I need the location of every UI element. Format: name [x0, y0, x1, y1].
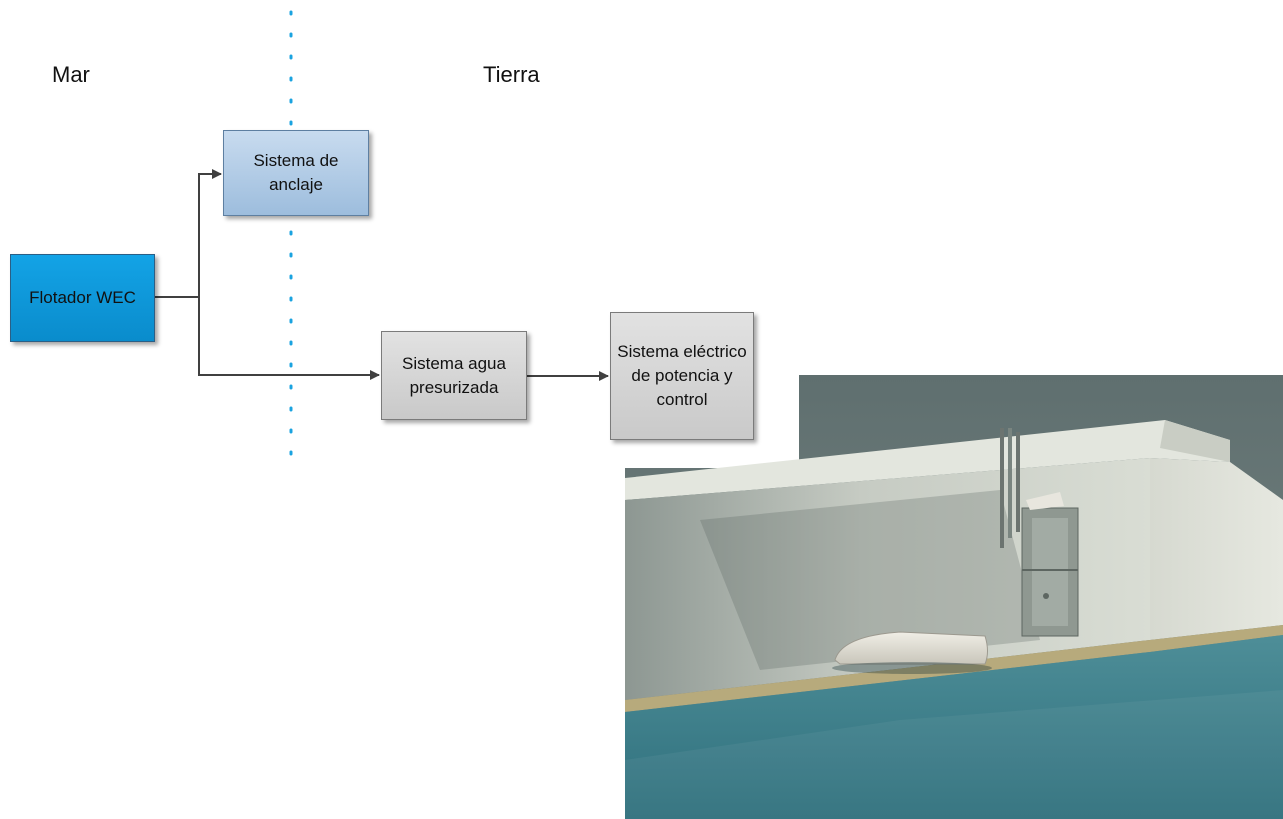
- node-sistema-anclaje: Sistema de anclaje: [223, 130, 369, 216]
- sea-zone-label: Mar: [52, 62, 90, 87]
- node-sistema-electrico: Sistema eléctrico de potencia y control: [610, 312, 754, 440]
- node-flotador-wec: Flotador WEC: [10, 254, 155, 342]
- node-sistema-agua: Sistema agua presurizada: [381, 331, 527, 420]
- edge-flotador-agua: [198, 297, 380, 380]
- edge-flotador-anclaje: [155, 169, 222, 298]
- land-zone-label: Tierra: [483, 62, 540, 87]
